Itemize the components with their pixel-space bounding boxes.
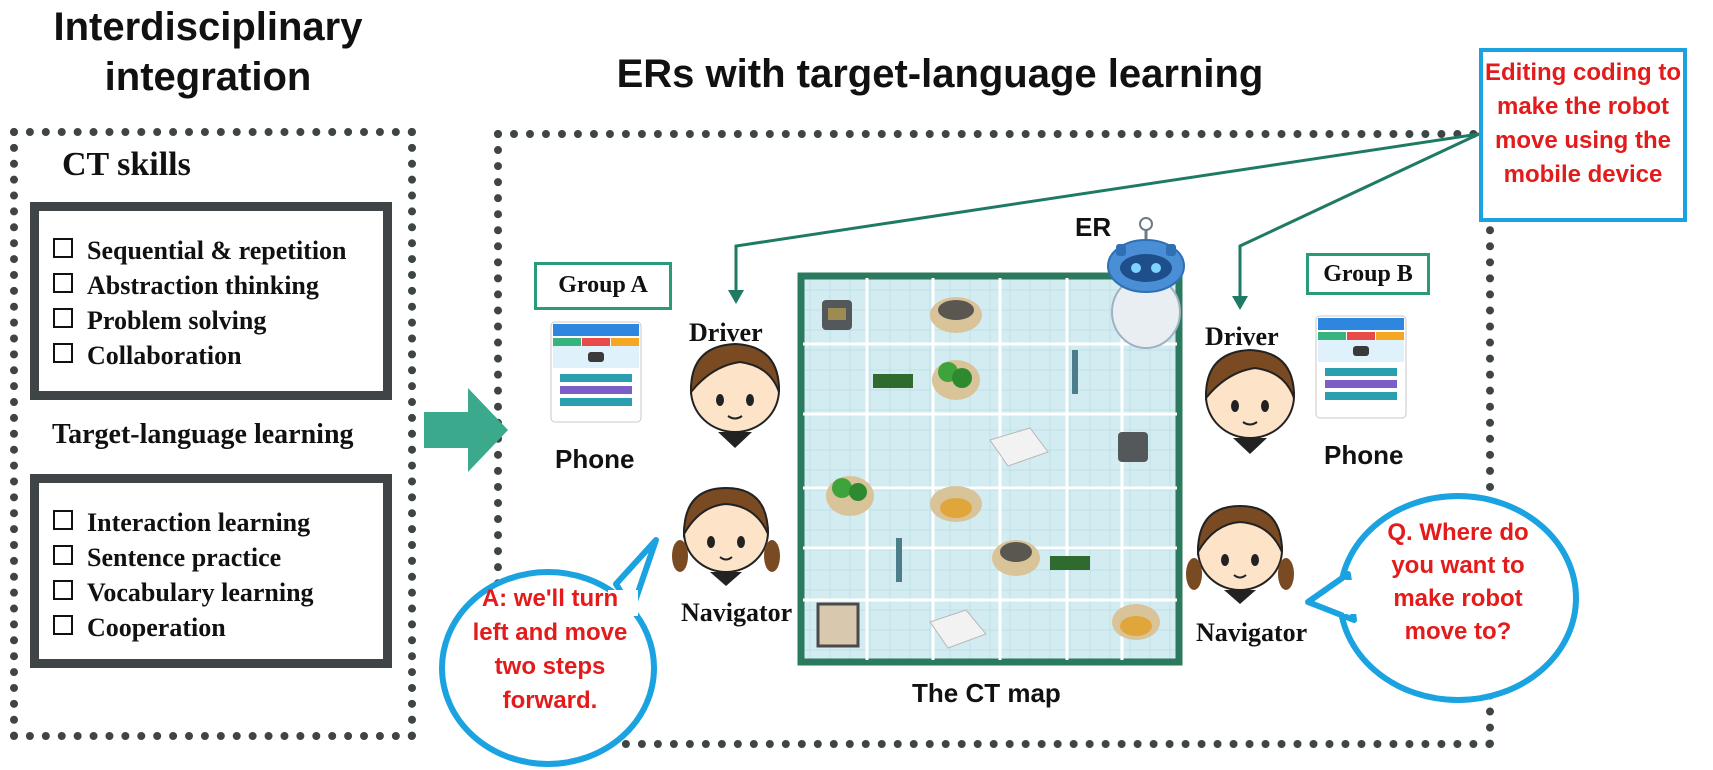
checkbox-icon xyxy=(53,343,73,363)
phone-a-label: Phone xyxy=(555,444,635,474)
checkbox-icon xyxy=(53,273,73,293)
language-item: Vocabulary learning xyxy=(53,575,314,610)
navigator-b-label: Navigator xyxy=(1196,618,1308,647)
navigator-b-avatar xyxy=(1186,504,1294,604)
integration-arrow-icon xyxy=(424,388,508,472)
ct-skill-item: Problem solving xyxy=(53,303,347,338)
navigator-a-avatar xyxy=(672,486,780,586)
ct-skill-item: Abstraction thinking xyxy=(53,268,347,303)
main-title: ERs with target-language learning xyxy=(616,52,1264,96)
driver-b-avatar xyxy=(1204,348,1296,454)
group-b-label: Group B xyxy=(1306,253,1430,295)
speech-bubble-a-text: A: we'll turn left and move two steps fo… xyxy=(472,585,628,714)
interdisciplinary-panel xyxy=(10,128,416,740)
callout-connectors xyxy=(728,132,1480,310)
ct-map-caption: The CT map xyxy=(912,678,1061,708)
robot-er-icon xyxy=(1107,217,1185,349)
target-language-box: Interaction learning Sentence practice V… xyxy=(30,474,392,668)
phone-b-icon xyxy=(1315,315,1407,419)
target-language-title: Target-language learning xyxy=(52,419,354,450)
ct-skills-title: CT skills xyxy=(62,146,191,183)
navigator-a-label: Navigator xyxy=(681,598,793,627)
phone-b-label: Phone xyxy=(1324,440,1404,470)
language-item: Sentence practice xyxy=(53,540,314,575)
checkbox-icon xyxy=(53,510,73,530)
driver-a-avatar xyxy=(689,342,781,448)
driver-a-label: Driver xyxy=(689,318,763,347)
ct-skill-item: Sequential & repetition xyxy=(53,233,347,268)
checkbox-icon xyxy=(53,545,73,565)
left-title: Interdisciplinary integration xyxy=(53,5,363,99)
checkbox-icon xyxy=(53,238,73,258)
checkbox-icon xyxy=(53,308,73,328)
speech-bubble-b xyxy=(1305,493,1579,703)
speech-bubble-a xyxy=(439,537,659,767)
checkbox-icon xyxy=(53,580,73,600)
speech-bubble-b-text: Q. Where do you want to make robot move … xyxy=(1387,519,1529,645)
group-a-label: Group A xyxy=(534,262,672,310)
ct-skill-item: Collaboration xyxy=(53,338,347,373)
language-item: Cooperation xyxy=(53,610,314,645)
ct-map xyxy=(797,272,1183,666)
checkbox-icon xyxy=(53,615,73,635)
phone-a-icon xyxy=(550,321,642,423)
driver-b-label: Driver xyxy=(1205,322,1279,351)
coding-callout: Editing coding to make the robot move us… xyxy=(1479,48,1687,222)
er-label: ER xyxy=(1075,212,1112,242)
language-item: Interaction learning xyxy=(53,505,314,540)
ct-skills-box: Sequential & repetition Abstraction thin… xyxy=(30,202,392,400)
